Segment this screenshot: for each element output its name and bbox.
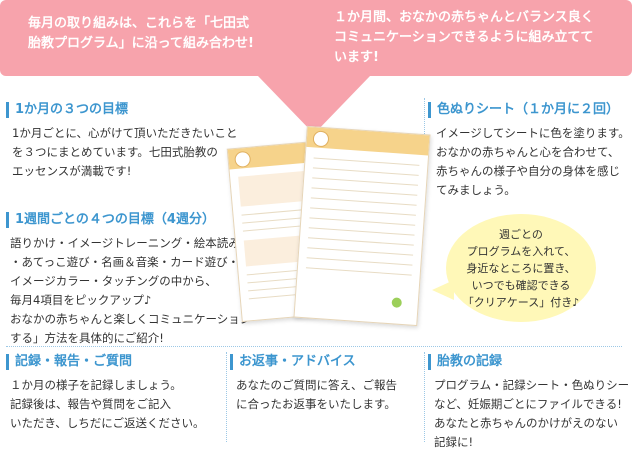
banner-left-text: 毎月の取り組みは、これらを「七田式 胎教プログラム」に沿って組み合わせ! <box>28 14 254 54</box>
banner-right-line: コミュニケーションできるように組み立てて <box>334 30 594 45</box>
down-arrow-icon <box>258 76 370 134</box>
divider <box>424 352 425 442</box>
sheet-line <box>312 167 419 176</box>
text-line: など、妊娠期ごとにファイルできる! <box>434 397 622 411</box>
sheet-line <box>312 177 419 186</box>
banner-left-line: 胎教プログラム」に沿って組み合わせ! <box>28 36 254 51</box>
text-line: １か月の様子を記録しましょう。 <box>10 378 182 392</box>
text-line: いただき、しちだにご返送ください。 <box>10 416 205 430</box>
section-title-coloring-sheet: 色ぬりシート（１か月に２回） <box>428 102 619 118</box>
section-body-reply: あなたのご質問に答え、ご報告 に合ったお返事をいたします。 <box>236 376 397 414</box>
section-body-monthly-goals: 1か月ごとに、心がけて頂いただきたいこと を３つにまとめています。七田式胎教の … <box>12 124 237 181</box>
sheet-line <box>309 217 416 226</box>
text-line: あなたと赤ちゃんのかけがえのない <box>434 416 618 430</box>
sheet-line <box>310 207 416 216</box>
leaf-icon <box>391 297 403 308</box>
sheet-line <box>306 257 413 266</box>
record-sheet-illustration <box>293 125 431 327</box>
banner-right-line: １か月間、おなかの赤ちゃんとバランス良く <box>334 10 594 25</box>
bubble-line: 「クリアケース」付き♪ <box>462 296 580 309</box>
text-line: 1か月ごとに、心がけて頂いただきたいこと <box>12 126 238 140</box>
sheet-line <box>307 247 414 256</box>
sheet-line <box>310 197 417 206</box>
text-line: ・あてっこ遊び・名画＆音楽・カード遊び・ <box>10 255 240 269</box>
section-body-coloring-sheet: イメージしてシートに色を塗ります。 おなかの赤ちゃんと心を合わせて、 赤ちゃんの… <box>436 124 630 200</box>
section-title-weekly-goals: 1週間ごとの４つの目標（4週分） <box>6 212 215 228</box>
text-line: に合ったお返事をいたします。 <box>236 397 396 411</box>
text-line: 記録後は、報告や質問をご記入 <box>10 397 171 411</box>
sheet-line <box>308 227 415 236</box>
top-banner <box>0 0 632 76</box>
text-line: おなかの赤ちゃんと楽しくコミュニケーション <box>10 312 252 326</box>
bubble-line: 身近なところに置き、 <box>466 262 576 275</box>
text-line: 赤ちゃんの様子や自分の身体を感じ <box>436 164 620 178</box>
clear-case-bubble <box>446 214 596 322</box>
sheet-line <box>313 157 420 166</box>
clear-case-text: 週ごとの プログラムを入れて、 身近なところに置き、 いつでも確認できる 「クリ… <box>446 226 596 311</box>
section-title-reply: お返事・アドバイス <box>230 354 356 370</box>
divider <box>6 346 622 347</box>
text-line: 語りかけ・イメージトレーニング・絵本読み <box>10 236 240 250</box>
bubble-line: プログラムを入れて、 <box>466 245 576 258</box>
bubble-line: いつでも確認できる <box>471 279 571 292</box>
text-line: イメージカラー・タッチングの中から、 <box>10 274 217 288</box>
text-line: イメージしてシートに色を塗ります。 <box>436 126 630 140</box>
bubble-line: 週ごとの <box>499 228 543 241</box>
sheet-line <box>308 237 414 246</box>
bubble-tail <box>432 280 454 300</box>
divider <box>226 352 227 442</box>
section-title-prenatal-record: 胎教の記録 <box>428 354 502 370</box>
sheet-line <box>311 187 418 196</box>
text-line: プログラム・記録シート・色ぬりシート <box>434 378 632 392</box>
text-line: を３つにまとめています。七田式胎教の <box>12 145 218 159</box>
banner-right-text: １か月間、おなかの赤ちゃんとバランス良く コミュニケーションできるように組み立て… <box>334 8 594 68</box>
sheet-line <box>305 267 412 276</box>
section-body-weekly-goals: 語りかけ・イメージトレーニング・絵本読み ・あてっこ遊び・名画＆音楽・カード遊び… <box>10 234 251 348</box>
text-line: 記録に! <box>434 435 474 449</box>
text-line: あなたのご質問に答え、ご報告 <box>236 378 397 392</box>
text-line: おなかの赤ちゃんと心を合わせて、 <box>436 145 620 159</box>
text-line: エッセンスが満載です! <box>12 164 132 178</box>
banner-right-line: います! <box>334 50 379 65</box>
text-line: 毎月4項目をピックアップ♪ <box>10 293 152 307</box>
section-title-record: 記録・報告・ご質問 <box>6 354 132 370</box>
text-line: てみましょう。 <box>436 183 516 197</box>
banner-left-line: 毎月の取り組みは、これらを「七田式 <box>28 16 250 31</box>
section-body-prenatal-record: プログラム・記録シート・色ぬりシート など、妊娠期ごとにファイルできる! あなた… <box>434 376 632 452</box>
section-title-monthly-goals: 1か月の３つの目標 <box>6 102 128 118</box>
text-line: する」方法を具体的にご紹介! <box>10 331 164 345</box>
section-body-record: １か月の様子を記録しましょう。 記録後は、報告や質問をご記入 いただき、しちだに… <box>10 376 204 433</box>
